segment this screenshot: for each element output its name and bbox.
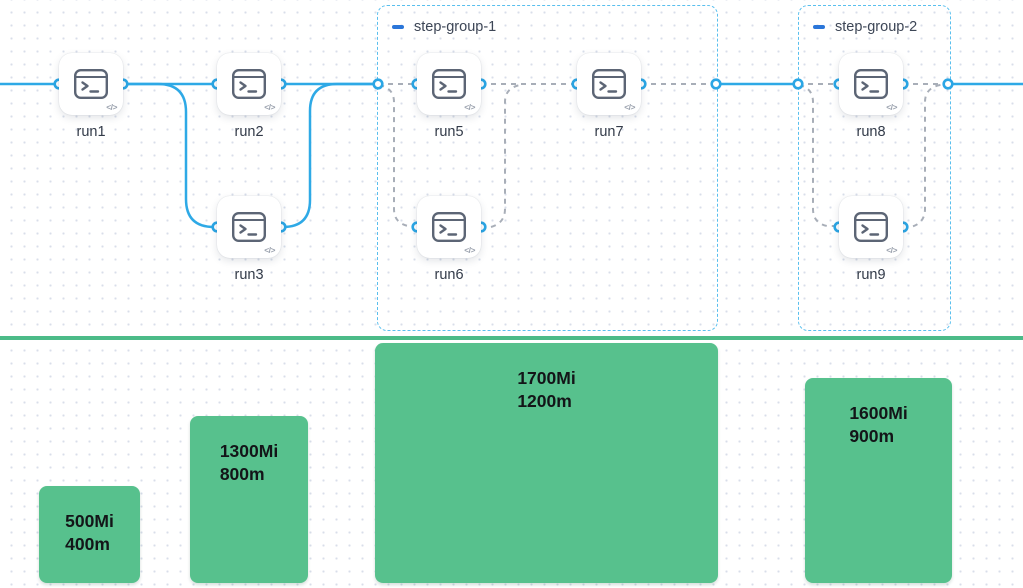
node-label: run6 [434, 267, 464, 283]
resource-cpu-value: 800m [219, 464, 265, 484]
resource-memory-value: 1300Mi [219, 441, 279, 461]
resource-bar: 500Mi 400m [39, 486, 140, 583]
node-card[interactable]: </> [577, 53, 641, 115]
workflow-node[interactable]: </> run2 [217, 53, 281, 140]
step-group-header: step-group-2 [799, 6, 950, 35]
collapse-minus-icon[interactable] [392, 25, 404, 29]
connection-port[interactable] [372, 78, 384, 90]
terminal-icon [592, 69, 627, 100]
node-card[interactable]: </> [839, 53, 903, 115]
terminal-icon [854, 212, 889, 243]
code-badge-icon: </> [264, 245, 275, 255]
resource-bar-text: 1700Mi 1200m [517, 343, 575, 583]
node-label: run2 [234, 124, 264, 140]
terminal-icon [232, 212, 267, 243]
connection-port[interactable] [942, 78, 954, 90]
node-card[interactable]: </> [417, 53, 481, 115]
resource-bar: 1700Mi 1200m [375, 343, 718, 583]
resource-bar-text: 1300Mi 800m [220, 416, 278, 583]
resource-separator-line [0, 336, 1023, 340]
resource-memory-value: 1600Mi [849, 403, 908, 423]
edge-pending [378, 84, 417, 227]
workflow-node[interactable]: </> run9 [839, 196, 903, 283]
resource-memory-value: 1700Mi [517, 368, 576, 388]
terminal-icon [74, 69, 109, 100]
workflow-node[interactable]: </> run7 [577, 53, 641, 140]
workflow-node[interactable]: </> run5 [417, 53, 481, 140]
node-card[interactable]: </> [217, 196, 281, 258]
resource-bar: 1600Mi 900m [805, 378, 952, 583]
workflow-node[interactable]: </> run8 [839, 53, 903, 140]
code-badge-icon: </> [624, 102, 635, 112]
terminal-icon [432, 69, 467, 100]
node-label: run9 [856, 267, 886, 283]
edge-pending [481, 84, 521, 228]
node-card[interactable]: </> [217, 53, 281, 115]
node-label: run5 [434, 124, 464, 140]
code-badge-icon: </> [264, 102, 275, 112]
node-label: run8 [856, 124, 886, 140]
code-badge-icon: </> [106, 102, 117, 112]
terminal-icon [854, 69, 889, 100]
code-badge-icon: </> [886, 245, 897, 255]
collapse-minus-icon[interactable] [813, 25, 825, 29]
node-card[interactable]: </> [417, 196, 481, 258]
resource-bar-text: 500Mi 400m [65, 486, 114, 583]
resource-cpu-value: 900m [849, 426, 895, 446]
code-badge-icon: </> [886, 102, 897, 112]
step-group-label: step-group-1 [414, 19, 497, 35]
connection-port[interactable] [792, 78, 804, 90]
step-group-label: step-group-2 [835, 19, 918, 35]
node-label: run1 [76, 124, 106, 140]
edge-pending [903, 83, 949, 228]
workflow-node[interactable]: </> run6 [417, 196, 481, 283]
resource-cpu-value: 400m [65, 534, 110, 554]
step-group-header: step-group-1 [378, 6, 717, 35]
edge-active [123, 82, 217, 229]
node-label: run7 [594, 124, 624, 140]
workflow-node[interactable]: </> run3 [217, 196, 281, 283]
code-badge-icon: </> [464, 245, 475, 255]
edge-pending [798, 84, 839, 227]
workflow-node[interactable]: </> run1 [59, 53, 123, 140]
connection-port[interactable] [710, 78, 722, 90]
code-badge-icon: </> [464, 102, 475, 112]
node-card[interactable]: </> [839, 196, 903, 258]
terminal-icon [432, 212, 467, 243]
terminal-icon [232, 69, 267, 100]
resource-bar-text: 1600Mi 900m [849, 378, 907, 583]
resource-memory-value: 500Mi [65, 511, 114, 531]
step-group: step-group-1 [377, 5, 718, 331]
node-label: run3 [234, 267, 264, 283]
resource-bar: 1300Mi 800m [190, 416, 308, 583]
node-card[interactable]: </> [59, 53, 123, 115]
step-group: step-group-2 [798, 5, 951, 331]
resource-cpu-value: 1200m [517, 391, 572, 411]
edge-active [281, 82, 378, 229]
